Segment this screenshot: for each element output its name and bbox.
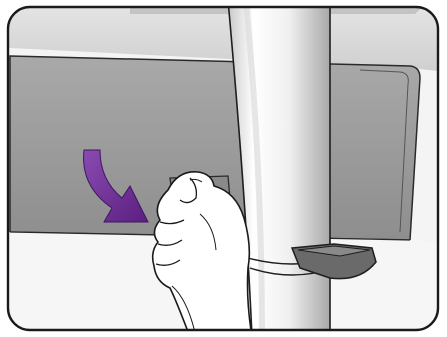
illustration-svg [0, 0, 447, 337]
instruction-illustration [0, 0, 447, 337]
